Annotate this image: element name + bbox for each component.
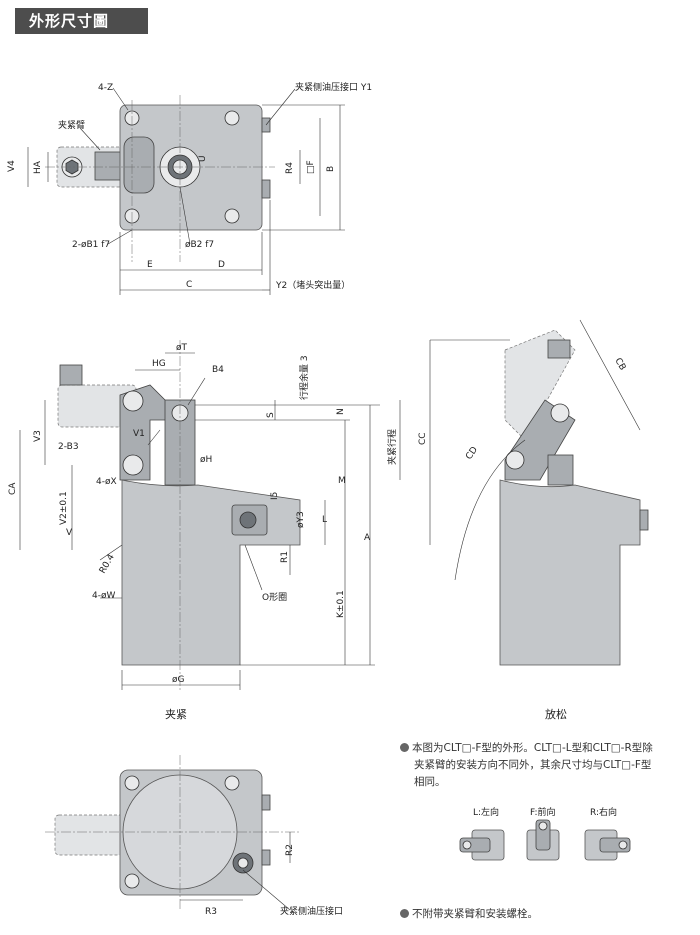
label-l: L [322, 515, 327, 525]
orientation-label-f: F:前向 [530, 806, 556, 818]
label-b1: 2-øB1 f7 [72, 240, 110, 250]
note-2: 不附带夹紧臂和安装螺栓。 [400, 906, 538, 923]
label-v3: V3 [33, 430, 43, 442]
arm-bolt-ghost [59, 364, 83, 386]
orientation-right: R:右向 [584, 806, 631, 861]
bullet-icon [400, 743, 409, 752]
release-rod [547, 454, 574, 486]
top-view: 4-Z 夹紧侧油压接口 Y1 夹紧臂 V4 HA U R4 □F B 2-øB1… [7, 81, 372, 295]
port-bore [239, 511, 257, 529]
note-line-1: 本图为CLT□-F型的外形。CLT□-L型和CLT□-R型除 [412, 742, 653, 754]
bullet-icon [400, 909, 409, 918]
caption-clamp: 夹紧 [165, 708, 187, 721]
cylinder-body [121, 479, 301, 666]
label-y1: 夹紧侧油压接口 Y1 [295, 81, 372, 93]
label-cd: CD [464, 445, 480, 462]
label-bottom-port: 夹紧侧油压接口 [280, 905, 343, 917]
caption-release: 放松 [545, 707, 567, 721]
label-v1: V1 [133, 429, 145, 439]
label-d: D [218, 260, 225, 270]
label-ca: CA [8, 482, 18, 495]
pivot-lower [122, 454, 144, 476]
label-s: S [266, 412, 276, 418]
bottom-port-inner [237, 857, 249, 869]
label-r2: R2 [285, 844, 295, 856]
release-port [639, 509, 649, 531]
label-arm: 夹紧臂 [58, 119, 85, 131]
bottom-hole-3 [124, 873, 140, 889]
label-r4: R4 [285, 162, 295, 174]
label-r04: R0.4 [98, 552, 117, 575]
label-i5: I5 [270, 492, 280, 500]
release-pivot-top [550, 403, 570, 423]
label-cb: CB [612, 357, 627, 373]
label-r1: R1 [280, 551, 290, 563]
label-g: øG [172, 675, 185, 685]
label-w: 4-øW [92, 591, 115, 601]
label-v: V [66, 528, 73, 538]
label-release-stroke: 夹紧行程 [386, 429, 398, 465]
orientation-label-r: R:右向 [590, 806, 617, 818]
arm-bolt-hex [65, 159, 79, 175]
label-v4: V4 [7, 160, 17, 172]
label-o: O形圈 [262, 591, 287, 603]
label-4z: 4-Z [98, 83, 113, 93]
pivot-block [123, 136, 155, 194]
label-b4: B4 [212, 365, 224, 375]
section-title: 外形尺寸圖 [15, 8, 148, 34]
label-y2: Y2（堵头突出量） [275, 279, 350, 291]
label-u: U [198, 155, 208, 162]
label-r3: R3 [205, 907, 217, 917]
label-e: E [147, 260, 153, 270]
orientation-front: F:前向 [526, 806, 560, 861]
pivot-upper [122, 390, 144, 412]
label-y3: øY3 [296, 511, 306, 528]
label-x: 4-øX [96, 477, 117, 487]
bottom-hole-1 [124, 775, 140, 791]
swing-arc [454, 439, 526, 581]
arm-bolt-release [547, 339, 571, 359]
label-cc: CC [418, 432, 428, 445]
label-b: B [326, 166, 336, 172]
bottom-side-port-2 [261, 849, 271, 866]
bottom-arm-ghost [54, 814, 126, 856]
label-h: øH [200, 455, 212, 465]
mount-hole-4 [224, 208, 240, 224]
label-v2: V2±0.1 [59, 491, 69, 525]
arm-ghost [57, 384, 137, 428]
label-b3: 2-B3 [58, 442, 79, 452]
release-view: CB CD CC 夹紧行程 放松 [386, 319, 649, 721]
label-c: C [186, 280, 192, 290]
note-block: 本图为CLT□-F型的外形。CLT□-L型和CLT□-R型除 夹紧臂的安装方向不… [400, 740, 690, 791]
note-2-text: 不附带夹紧臂和安装螺栓。 [412, 908, 538, 920]
port-side [261, 179, 271, 199]
orientation-icons: L:左向 F:前向 R:右向 [459, 806, 631, 861]
release-pivot-bottom [505, 450, 525, 470]
label-hg: HG [152, 359, 166, 369]
bottom-view: R2 R3 夹紧侧油压接口 [45, 755, 343, 917]
label-stroke-margin: 行程余量 3 [298, 355, 310, 400]
orientation-left: L:左向 [459, 806, 505, 861]
orientation-label-l: L:左向 [473, 806, 499, 818]
label-k: K±0.1 [336, 590, 346, 618]
label-n: N [336, 408, 346, 415]
mount-hole-2 [224, 110, 240, 126]
label-t: øT [176, 343, 188, 353]
label-f: □F [306, 160, 316, 174]
bottom-side-port [261, 794, 271, 811]
release-body [499, 479, 641, 666]
note-line-3: 相同。 [414, 776, 446, 788]
note-line-2: 夹紧臂的安装方向不同外，其余尺寸均与CLT□-F型 [414, 759, 652, 771]
bottom-hole-2 [224, 775, 240, 791]
label-a: A [364, 533, 371, 543]
label-ha: HA [33, 160, 43, 174]
front-view: øT HG B4 行程余量 3 N S V1 2-B3 øH 4-øX CA V… [8, 340, 380, 721]
label-b2: øB2 f7 [185, 240, 214, 250]
label-m: M [338, 476, 346, 486]
